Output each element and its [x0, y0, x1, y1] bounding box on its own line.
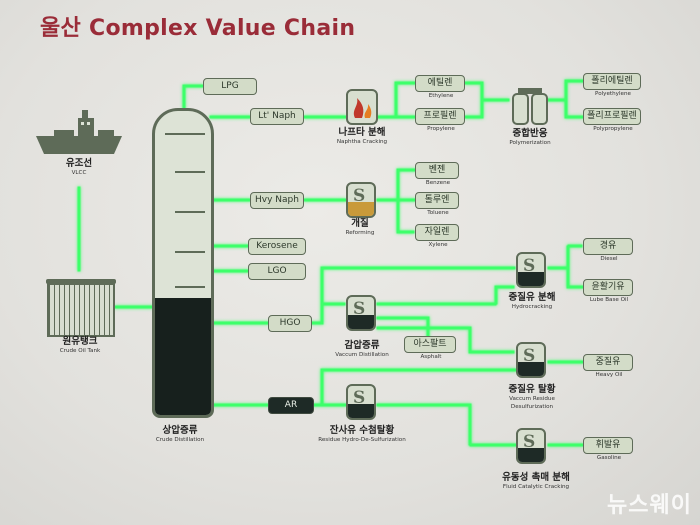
- kerosene-box: Kerosene: [248, 238, 306, 255]
- ethylene-box: 에틸렌: [415, 75, 465, 92]
- crude-oil-tank-icon: [46, 279, 116, 337]
- hgo-box: HGO: [268, 315, 312, 332]
- polypropylene-box: 폴리프로필렌: [583, 108, 641, 125]
- fcc-vessel-icon: S: [516, 428, 546, 464]
- xylene-en: Xylene: [428, 242, 448, 248]
- asphalt-box: 아스팔트: [404, 336, 456, 353]
- lube-base-oil-en: Lube Base Oil: [589, 297, 629, 303]
- xylene-box: 자일렌: [415, 224, 459, 241]
- ar-box: AR: [268, 397, 314, 414]
- lube-base-oil-box: 윤활기유: [583, 279, 633, 296]
- diesel-box: 경유: [583, 238, 633, 255]
- diesel-en: Diesel: [600, 256, 618, 262]
- benzene-en: Benzene: [425, 180, 451, 186]
- lgo-box: LGO: [248, 263, 306, 280]
- toluene-en: Toluene: [427, 210, 449, 216]
- hydrocracking-vessel-icon: S: [516, 252, 546, 288]
- propylene-en: Propylene: [427, 126, 455, 132]
- vr-desulfurization-vessel-icon: S: [516, 342, 546, 378]
- heavy-oil-box: 중질유: [583, 354, 633, 371]
- naphtha-cracker-icon: [346, 89, 378, 125]
- polypropylene-en: Polypropylene: [593, 126, 633, 132]
- hvy-naph-box: Hvy Naph: [250, 192, 304, 209]
- reforming-vessel-icon: S: [346, 182, 376, 218]
- crude-distillation-column: [152, 108, 214, 418]
- gasoline-box: 휘발유: [583, 437, 633, 454]
- ethylene-en: Ethylene: [428, 93, 454, 99]
- vaccum-residue-label: 중질유 탈황 Vaccum Residue Desulfurization: [508, 384, 556, 410]
- vlcc-ship-icon: [36, 110, 122, 154]
- watermark: 뉴스웨이: [607, 493, 692, 518]
- polyethylene-en: Polyethylene: [595, 91, 631, 97]
- benzene-box: 벤젠: [415, 162, 459, 179]
- propylene-box: 프로필렌: [415, 108, 465, 125]
- polyethylene-box: 폴리에틸렌: [583, 73, 641, 90]
- lpg-box: LPG: [203, 78, 257, 95]
- gasoline-en: Gasoline: [596, 455, 622, 461]
- vacuum-distillation-vessel-icon: S: [346, 295, 376, 331]
- page-title: 울산 Complex Value Chain: [40, 16, 356, 41]
- lt-naph-box: Lt' Naph: [250, 108, 304, 125]
- asphalt-en: Asphalt: [420, 354, 442, 360]
- heavy-oil-en: Heavy Oil: [595, 372, 623, 378]
- residue-hds-vessel-icon: S: [346, 384, 376, 420]
- toluene-box: 톨루엔: [415, 192, 459, 209]
- polymerization-icon: [512, 88, 548, 125]
